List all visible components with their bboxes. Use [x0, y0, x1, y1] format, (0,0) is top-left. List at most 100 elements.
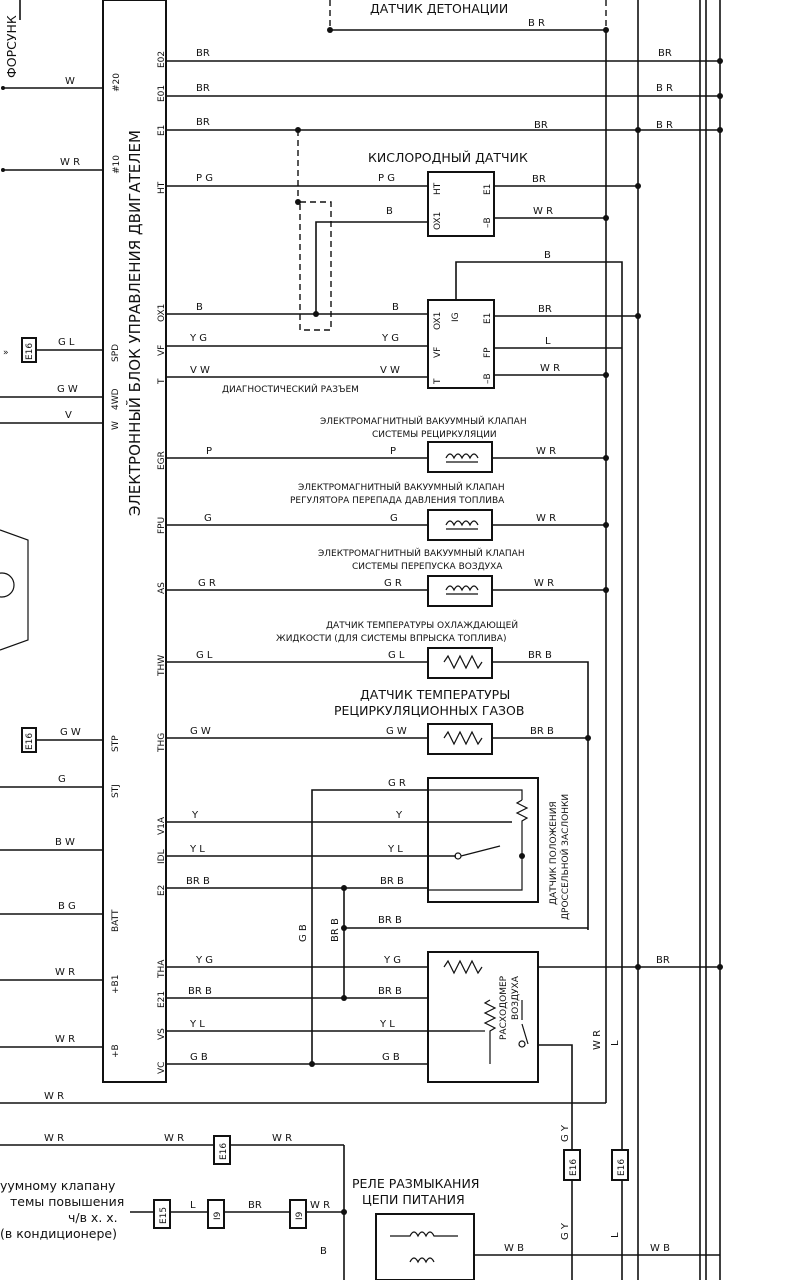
svg-text:E1: E1 [483, 313, 493, 324]
wire-color: Y L [387, 844, 403, 855]
fpu-valve-box [427, 509, 493, 541]
wire-color: W R [164, 1133, 184, 1144]
junction [635, 127, 641, 133]
connector-num: #20 [112, 73, 122, 92]
wire-color: BR [196, 83, 210, 94]
wire-color: G R [198, 578, 216, 589]
connector-label: I9 [213, 1211, 223, 1220]
connector-e16 [611, 1149, 629, 1181]
egr-valve-box [427, 441, 493, 473]
wire-color: G Y [560, 1124, 571, 1142]
junction [309, 1061, 315, 1067]
thw-sensor-box [427, 647, 493, 679]
junction [603, 372, 609, 378]
thg-sensor-label: ДАТЧИК ТЕМПЕРАТУРЫ [360, 687, 510, 702]
wire-color: BR B [528, 650, 552, 661]
connector-label: E16 [569, 1159, 579, 1176]
wire-color: B [392, 302, 399, 313]
svg-text:T: T [157, 378, 167, 385]
svg-text:–B: –B [483, 373, 493, 384]
ecu-title: ЭЛЕКТРОННЫЙ БЛОК УПРАВЛЕНИЯ ДВИГАТЕЛЕМ [125, 130, 144, 516]
throttle-sensor-label: ДАТЧИК ПОЛОЖЕНИЯ [549, 801, 559, 905]
connector-e16 [213, 1135, 231, 1165]
svg-text:STJ: STJ [111, 784, 121, 798]
wire [311, 789, 428, 1064]
wire-color: Y G [189, 333, 207, 344]
wire-color: V [65, 410, 72, 421]
svg-text:IDL: IDL [157, 849, 167, 864]
fpu-valve-label: РЕГУЛЯТОРА ПЕРЕПАДА ДАВЛЕНИЯ ТОПЛИВА [290, 496, 505, 506]
junction [341, 1209, 347, 1215]
wire-color: W R [533, 206, 553, 217]
svg-text:E1: E1 [157, 125, 167, 136]
wire-color: G [204, 513, 212, 524]
wire-color: BR [658, 48, 672, 59]
coil-icon [445, 520, 479, 530]
junction [327, 27, 333, 33]
as-valve-box [427, 575, 493, 607]
coil-icon [445, 585, 479, 595]
diagnostic-connector-label: ДИАГНОСТИЧЕСКИЙ РАЗЪЕМ [222, 383, 359, 395]
junction [635, 313, 641, 319]
left-component [0, 572, 15, 598]
svg-text:VS: VS [157, 1028, 167, 1040]
svg-text:E01: E01 [157, 85, 167, 102]
svg-text:OX1: OX1 [433, 312, 443, 330]
svg-text:T: T [433, 378, 443, 385]
wire-color: B [196, 302, 203, 313]
svg-text:–B: –B [483, 217, 493, 228]
svg-text:FPU: FPU [157, 517, 167, 534]
wire-color: W R [44, 1133, 64, 1144]
wire-color: B R [656, 83, 673, 94]
wire-color: B G [58, 901, 76, 912]
wire-color: G [58, 774, 66, 785]
wire-color: G Y [560, 1222, 571, 1240]
junction [295, 199, 301, 205]
knock-sensor-label: ДАТЧИК ДЕТОНАЦИИ [370, 1, 508, 16]
junction [585, 735, 591, 741]
svg-text:THG: THG [157, 733, 167, 753]
wire-color: BR B [330, 918, 341, 942]
svg-text:E21: E21 [157, 991, 167, 1008]
airflow-meter-label: ВОЗДУХА [511, 975, 521, 1020]
wire-color: BR B [378, 986, 402, 997]
connector-e16 [21, 727, 37, 753]
wire-color: G L [58, 337, 75, 348]
svg-text:+B1: +B1 [111, 975, 121, 994]
wire-color: G W [57, 384, 78, 395]
wire-color: Y L [379, 1019, 395, 1030]
wire-color: Y G [195, 955, 213, 966]
wire [315, 221, 428, 314]
wire-color: G [390, 513, 398, 524]
wire-color: G B [190, 1052, 208, 1063]
connector-label: E15 [159, 1207, 169, 1224]
svg-text:W: W [111, 421, 121, 430]
wire-color: L [190, 1200, 196, 1211]
wire-color: W R [536, 446, 556, 457]
connector-label: E16 [25, 733, 35, 750]
wire-color: BR [656, 955, 670, 966]
wire-color: P [390, 446, 396, 457]
wire-color: W R [310, 1200, 330, 1211]
wire-color: Y L [189, 1019, 205, 1030]
wire-color: W B [650, 1243, 670, 1254]
junction [519, 853, 525, 859]
wire-color: W R [55, 1034, 75, 1045]
wire-color: P [206, 446, 212, 457]
svg-text:VF: VF [157, 345, 167, 356]
ecu-box [102, 0, 167, 1083]
wire-color: BR [534, 120, 548, 131]
throttle-sensor-label: ДРОССЕЛЬНОЙ ЗАСЛОНКИ [559, 794, 571, 920]
wire-color: W [65, 76, 75, 87]
as-valve-label: ЭЛЕКТРОМАГНИТНЫЙ ВАКУУМНЫЙ КЛАПАН [318, 547, 525, 559]
wire-color: W R [272, 1133, 292, 1144]
oxygen-sensor-box [427, 171, 495, 237]
egr-valve-label: ЭЛЕКТРОМАГНИТНЫЙ ВАКУУМНЫЙ КЛАПАН [320, 415, 527, 427]
resistor-icon [443, 654, 483, 670]
wire-color: B R [656, 120, 673, 131]
junction [603, 455, 609, 461]
wire-color: G W [60, 727, 81, 738]
thw-sensor-label: ДАТЧИК ТЕМПЕРАТУРЫ ОХЛАЖДАЮЩЕЙ [326, 619, 518, 631]
wire-color: P G [196, 173, 213, 184]
svg-text:BATT: BATT [111, 909, 121, 932]
